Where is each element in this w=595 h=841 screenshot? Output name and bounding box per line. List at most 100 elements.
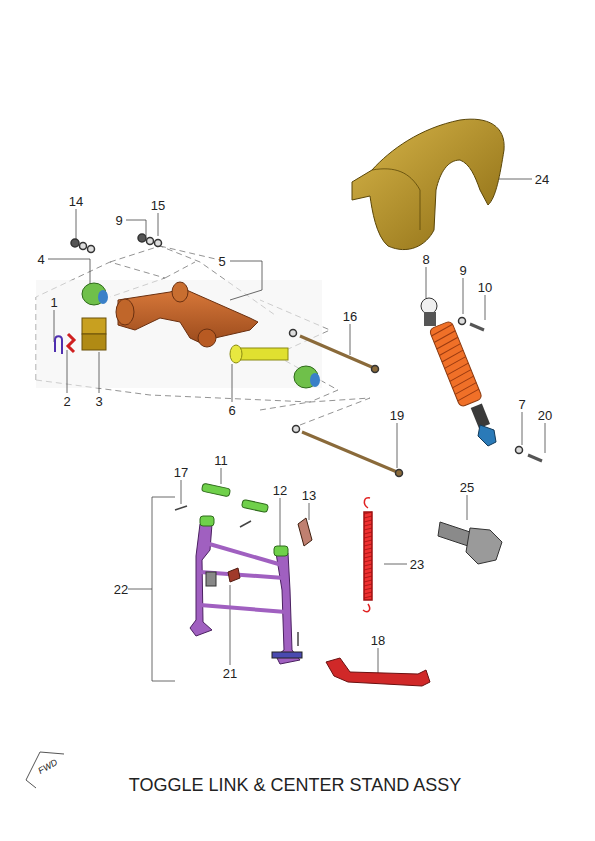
toggle-link — [172, 282, 188, 302]
pivot-pin — [230, 345, 242, 363]
stand-spring — [364, 498, 370, 508]
center-stand — [200, 605, 286, 612]
leader-lines — [48, 179, 545, 681]
callout-number: 22 — [114, 583, 128, 596]
stand-bolt — [466, 528, 502, 564]
callout-number: 8 — [422, 253, 429, 266]
pivot-pin — [230, 345, 288, 363]
stand-spring — [364, 512, 372, 514]
bolt-rod — [300, 336, 374, 368]
callout-number: 24 — [535, 173, 549, 186]
callout-number: 1 — [50, 296, 57, 309]
stand-pin — [241, 499, 268, 512]
rubber-block — [82, 318, 106, 334]
rear-shock — [424, 312, 436, 326]
toggle-link — [116, 282, 258, 347]
stand-spring — [364, 584, 372, 586]
stand-spring — [364, 568, 372, 570]
rubber-block — [82, 318, 106, 350]
callout-number: 18 — [371, 634, 385, 647]
callout-number: 2 — [63, 395, 70, 408]
leader-lines — [128, 589, 152, 590]
stand-spring — [363, 604, 370, 612]
rubber-block — [82, 334, 106, 350]
rear-shock — [436, 337, 459, 349]
callout-number: 19 — [390, 409, 404, 422]
leader-lines — [378, 648, 379, 676]
center-stand — [206, 572, 216, 586]
callout-number: 9 — [115, 214, 122, 227]
callout-number: 16 — [343, 310, 357, 323]
group-outline — [260, 398, 370, 425]
rear-fender — [352, 119, 504, 249]
stand-spring — [364, 524, 372, 526]
cotter-pin — [297, 632, 299, 646]
leader-lines — [48, 259, 90, 284]
rear-shock — [429, 321, 483, 408]
stand-spring — [364, 516, 372, 518]
cotter-pin — [175, 506, 187, 510]
rear-shock — [443, 357, 466, 369]
clip — [55, 334, 74, 354]
callout-number: 6 — [228, 404, 235, 417]
spring-bracket — [298, 518, 312, 546]
stand-spring — [364, 540, 372, 542]
stand-spring — [363, 498, 372, 612]
group-outline — [160, 246, 220, 260]
center-stand — [276, 553, 300, 664]
leader-lines — [181, 480, 182, 504]
stand-spring — [364, 544, 372, 546]
stand-pin — [201, 483, 230, 497]
leader-lines — [350, 324, 351, 355]
washer — [138, 234, 146, 242]
toggle-link — [118, 288, 258, 345]
leader-lines — [309, 503, 310, 520]
rear-shock — [433, 331, 456, 343]
background-panel — [36, 280, 322, 388]
leader-lines — [545, 423, 546, 453]
center-stand — [206, 543, 282, 565]
leader-lines — [54, 310, 55, 342]
callout-number: 5 — [218, 255, 225, 268]
stand-spring — [364, 588, 372, 590]
stand-spring — [364, 560, 372, 562]
diagram-title: TOGGLE LINK & CENTER STAND ASSY — [129, 776, 461, 794]
toggle-link — [198, 329, 216, 347]
washer — [147, 238, 154, 245]
callout-number: 13 — [302, 489, 316, 502]
rear-shock — [429, 321, 483, 408]
bushing — [82, 283, 320, 388]
rear-shock — [449, 370, 472, 382]
rear-shock — [421, 298, 496, 446]
leader-lines — [467, 495, 468, 520]
fwd-arrow — [26, 752, 64, 780]
stand-spring — [364, 552, 372, 554]
leader-lines — [152, 497, 175, 681]
stand-spring — [364, 592, 372, 594]
callout-number: 11 — [214, 454, 228, 467]
stand-spring — [364, 596, 372, 598]
rear-shock — [451, 376, 474, 388]
washer — [459, 318, 466, 325]
center-stand — [190, 524, 302, 664]
washer — [71, 239, 79, 247]
rear-fender — [372, 169, 420, 230]
fwd-arrow — [26, 752, 64, 788]
stand-pin — [200, 516, 214, 526]
leader-lines — [463, 278, 464, 314]
leader-lines — [426, 267, 427, 298]
toggle-link — [116, 299, 134, 325]
clip — [55, 336, 62, 354]
stand-spring — [364, 520, 372, 522]
bolt — [470, 324, 542, 461]
callout-number: 7 — [518, 398, 525, 411]
clip — [68, 334, 74, 352]
callout-number: 23 — [410, 558, 424, 571]
bolt — [528, 455, 542, 461]
washer — [290, 330, 297, 337]
stand-spring — [364, 580, 372, 582]
bolt — [470, 324, 484, 330]
leader-lines — [397, 423, 398, 468]
stand-spring — [364, 536, 372, 538]
